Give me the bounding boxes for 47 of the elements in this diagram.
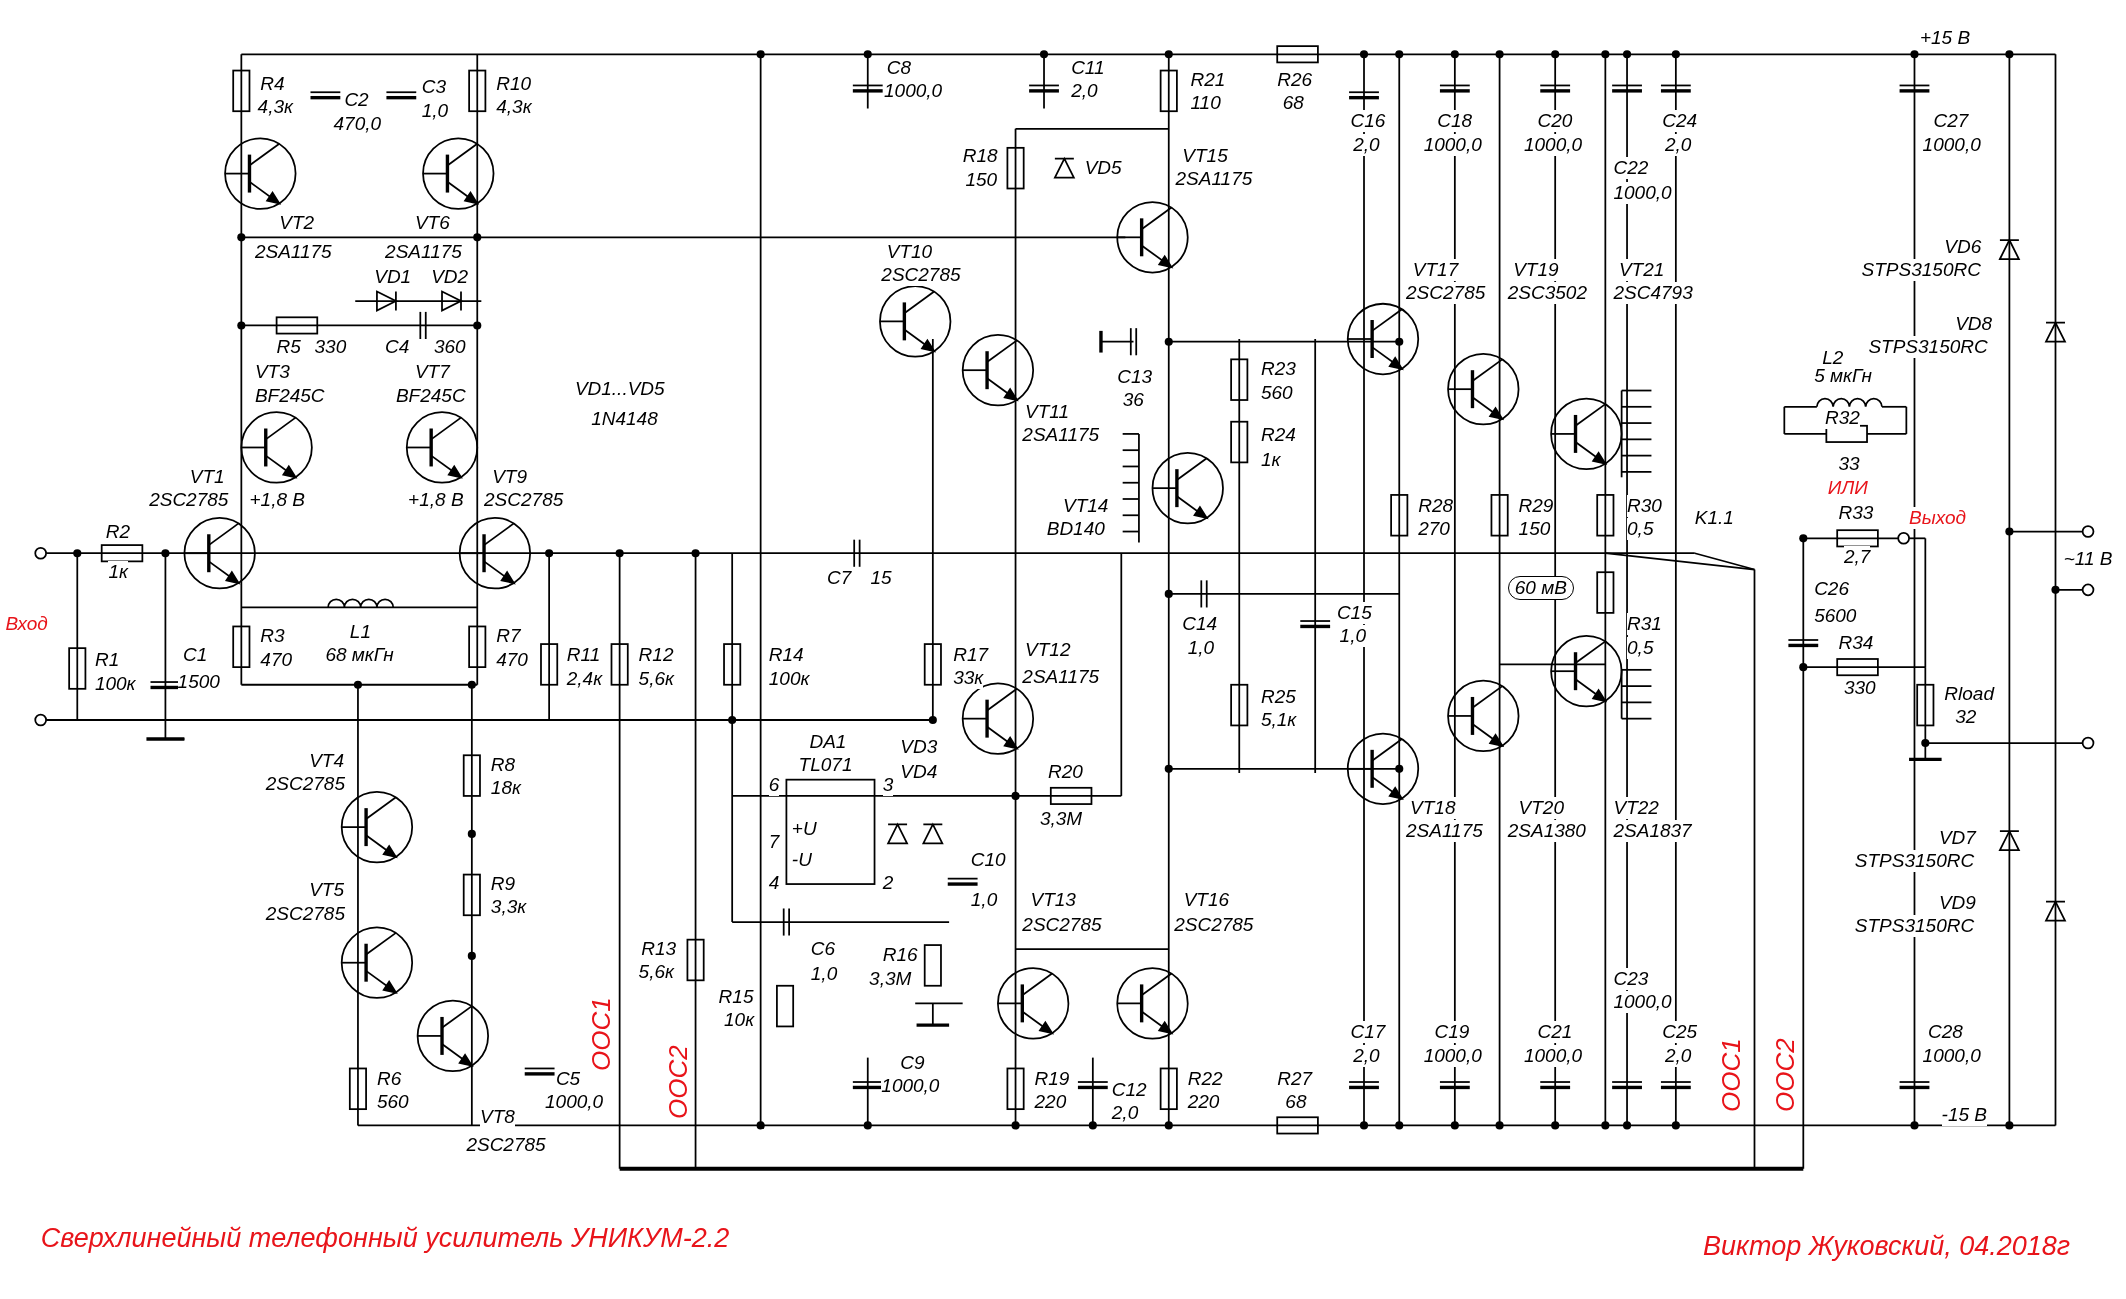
author-signature: Виктор Жуковский, 04.2018г [1702, 1231, 2071, 1262]
component-value: 1000,0 [1524, 1045, 1583, 1068]
component-value: STPS3150RC [1854, 915, 1975, 938]
component-value: 2,7 [1843, 546, 1871, 569]
component-value: STPS3150RC [1854, 850, 1975, 873]
component-designator: C23 [1613, 968, 1649, 991]
component-value: 2SA1380 [1507, 820, 1586, 843]
component-value: 2SA1837 [1613, 820, 1692, 843]
component-value: 1000,0 [1524, 134, 1583, 157]
component-value: 2,0 [1665, 134, 1692, 157]
component-value: 1000,0 [1423, 1045, 1482, 1068]
component-designator: VT19 [1513, 258, 1559, 281]
component-value: 2,0 [1353, 1045, 1380, 1068]
component-designator: C24 [1662, 109, 1698, 132]
component-designator: VT17 [1412, 258, 1459, 281]
component-designator: C18 [1437, 109, 1473, 132]
component-value: STPS3150RC [1868, 336, 1988, 359]
component-designator: VT21 [1618, 258, 1665, 281]
component-designator: R30 [1627, 494, 1662, 517]
component-designator: C21 [1537, 1020, 1573, 1043]
component-value: 1000,0 [1613, 181, 1672, 204]
component-value: 2SC3502 [1507, 282, 1587, 304]
component-value: 2SC4793 [1613, 282, 1693, 304]
component-designator: VT18 [1410, 797, 1456, 820]
component-designator: VT22 [1613, 797, 1659, 820]
component-designator: C15 [1336, 602, 1372, 624]
component-designator: C16 [1350, 109, 1386, 132]
component-value: 1,0 [1339, 625, 1366, 648]
voltage-tag: 60 мВ [1507, 576, 1574, 601]
component-designator: VT20 [1518, 797, 1564, 820]
component-designator: C25 [1662, 1020, 1698, 1043]
component-value: 2SA1175 [1406, 820, 1483, 843]
component-value: 0,5 [1627, 517, 1654, 540]
terminal-label: Выход [1909, 507, 1967, 530]
component-designator: C20 [1537, 109, 1573, 132]
component-value: 1000,0 [1423, 134, 1482, 157]
component-designator: C22 [1613, 157, 1649, 180]
component-value: 1000,0 [1613, 991, 1672, 1014]
component-designator: R31 [1627, 612, 1662, 635]
component-value: 2SC2785 [1406, 282, 1486, 304]
component-designator: C17 [1350, 1020, 1386, 1043]
component-designator: C19 [1434, 1020, 1470, 1043]
component-value: 2,0 [1665, 1045, 1692, 1068]
component-value: 0,5 [1627, 637, 1654, 660]
caption-text: Сверхлинейный телефонный усилитель УНИКУМ-2.2 [40, 1223, 730, 1253]
component-value: STPS3150RC [1861, 258, 1981, 281]
component-value: 2,0 [1353, 134, 1380, 157]
